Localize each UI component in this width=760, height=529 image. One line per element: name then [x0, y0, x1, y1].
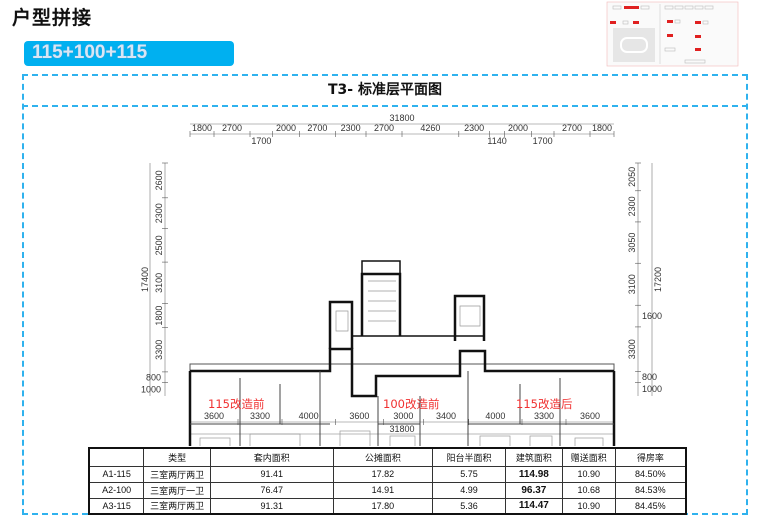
dimension-label: 2000	[508, 123, 528, 133]
cell: 84.53%	[614, 481, 687, 499]
dimension-label: 1800	[592, 123, 612, 133]
dimension-label: 2700	[374, 123, 394, 133]
dimension-label: 2300	[627, 196, 637, 216]
cell: 76.47	[210, 481, 334, 499]
floor-plan-walls	[188, 260, 616, 446]
cell: 10.68	[561, 481, 616, 499]
dimension-label: 3100	[627, 274, 637, 294]
table-header-row: 类型 套内面积 公摊面积 阳台半面积 建筑面积 赠送面积 得房率	[88, 447, 687, 467]
cell: 84.45%	[614, 497, 687, 515]
header-cell	[88, 447, 145, 467]
dimension-label: 3050	[627, 233, 637, 253]
cell: 91.31	[210, 497, 334, 515]
cell: 114.47	[504, 497, 563, 515]
cell: 10.90	[561, 497, 616, 515]
header-cell: 类型	[143, 447, 212, 467]
dimension-label: 3600	[349, 411, 369, 421]
dimension-label: 2050	[627, 167, 637, 187]
dimension-lines: 31800 1800 2700 1700 2000 2700 2300 2700 4260 230…	[140, 113, 663, 435]
dimension-label: 3000	[393, 411, 413, 421]
dimension-label: 3400	[436, 411, 456, 421]
cell: 10.90	[561, 465, 616, 483]
floor-plan-details	[199, 280, 604, 446]
dimension-label: 3300	[534, 411, 554, 421]
dimension-label: 1140	[487, 136, 506, 146]
dimension-label: 1000	[141, 384, 161, 394]
dimension-label: 3100	[154, 273, 164, 293]
floor-plan: 31800 1800 2700 1700 2000 2700 2300 2700 4260 230…	[140, 113, 663, 446]
cell: 17.82	[332, 465, 434, 483]
dimension-label: 2700	[562, 123, 582, 133]
cell: 三室两厅一卫	[143, 481, 212, 499]
cell: 14.91	[332, 481, 434, 499]
dimension-label: 1600	[642, 311, 662, 321]
unit-label-a3: 115改造后	[516, 397, 573, 411]
combo-label: 115+100+115	[24, 41, 234, 66]
dimension-label: 1700	[251, 136, 271, 146]
cell: 三室两厅两卫	[143, 465, 212, 483]
dimension-label: 4000	[299, 411, 319, 421]
dimension-label: 3300	[250, 411, 270, 421]
dimension-label: 3300	[154, 340, 164, 360]
dimension-label: 1800	[192, 123, 212, 133]
header-cell: 阳台半面积	[432, 447, 506, 467]
cell: 17.80	[332, 497, 434, 515]
dimension-label: 1000	[642, 384, 662, 394]
dimension-label: 800	[146, 372, 161, 382]
cell: 91.41	[210, 465, 334, 483]
page-title: 户型拼接	[12, 7, 93, 29]
dimension-label: 2700	[222, 123, 242, 133]
plan-title: T3- 标准层平面图	[328, 82, 442, 98]
dimension-label: 2600	[154, 170, 164, 190]
cell: 5.36	[432, 497, 506, 515]
dimension-total: 17400	[140, 267, 150, 292]
dimension-label: 2300	[341, 123, 361, 133]
frame-divider	[22, 105, 748, 107]
cell: 84.50%	[614, 465, 687, 483]
cell: 4.99	[432, 481, 506, 499]
dimension-label: 1800	[154, 306, 164, 326]
dimension-label: 2700	[307, 123, 327, 133]
dimension-total: 31800	[389, 113, 414, 123]
cell: 三室两厅两卫	[143, 497, 212, 515]
dimension-label: 3600	[204, 411, 224, 421]
dimension-label: 1700	[533, 136, 553, 146]
dimension-label: 4260	[420, 123, 440, 133]
header-cell: 公摊面积	[332, 447, 434, 467]
dimension-label: 3300	[627, 339, 637, 359]
dimension-total: 17200	[653, 267, 663, 292]
cell: 114.98	[504, 465, 563, 483]
dimension-label: 4000	[485, 411, 505, 421]
header-cell: 建筑面积	[504, 447, 563, 467]
dimension-label: 3600	[580, 411, 600, 421]
site-plan-thumbnail	[606, 1, 739, 67]
dimension-total: 31800	[389, 424, 414, 434]
cell: A1-115	[88, 465, 145, 483]
header-cell: 套内面积	[210, 447, 334, 467]
cell: A2-100	[88, 481, 145, 499]
dimension-label: 2000	[276, 123, 296, 133]
header-cell: 得房率	[614, 447, 687, 467]
dimension-label: 2500	[154, 235, 164, 255]
dimension-label: 2300	[154, 203, 164, 223]
header-cell: 赠送面积	[561, 447, 616, 467]
unit-label-a2: 100改造前	[383, 397, 440, 411]
dimension-label: 2300	[464, 123, 484, 133]
cell: 96.37	[504, 481, 563, 499]
cell: A3-115	[88, 497, 145, 515]
dimension-label: 800	[642, 372, 657, 382]
unit-label-a1: 115改造前	[208, 397, 265, 411]
cell: 5.75	[432, 465, 506, 483]
